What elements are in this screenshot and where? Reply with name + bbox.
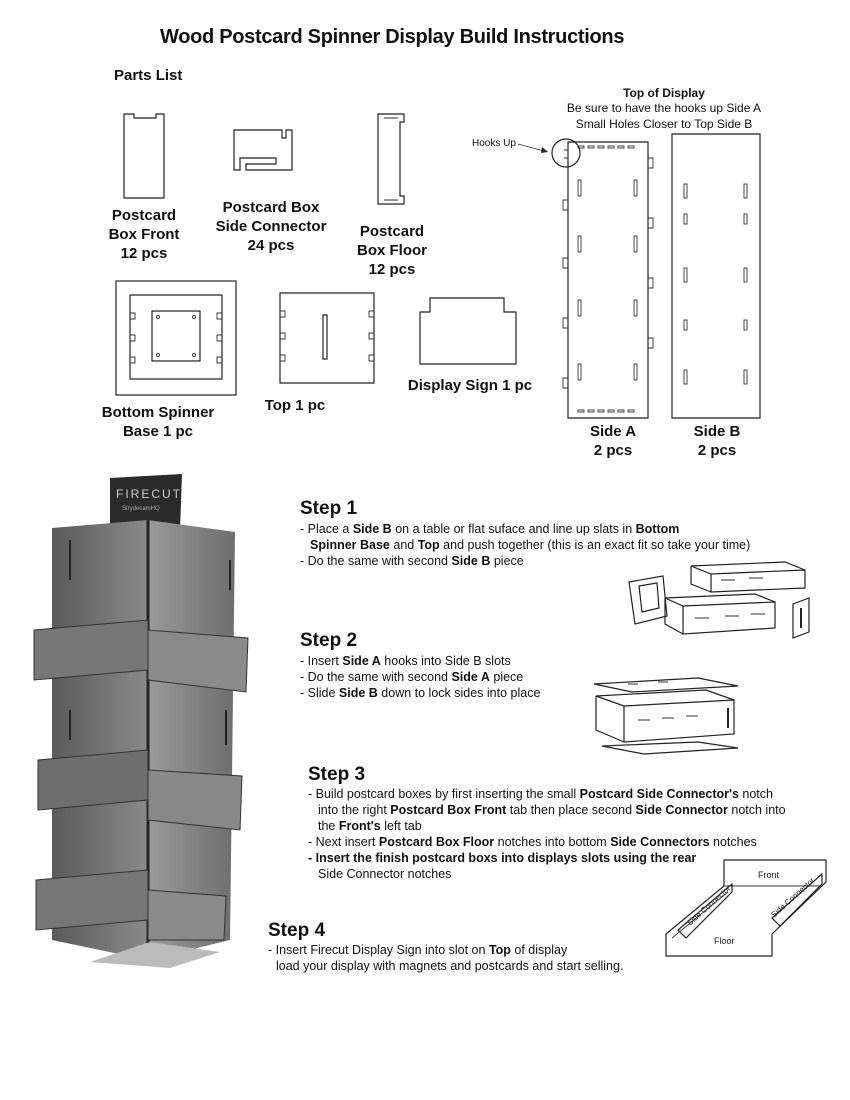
hooks-up-label: Hooks Up <box>472 138 516 149</box>
page-title: Wood Postcard Spinner Display Build Inst… <box>160 26 625 48</box>
parts-list-heading: Parts List <box>114 67 183 84</box>
top-of-display-note-1: Be sure to have the hooks up Side A <box>566 101 762 115</box>
top-piece-label: Top 1 pc <box>264 397 326 414</box>
step-2-body: - Insert Side A hooks into Side B slots … <box>300 654 541 700</box>
display-sign-label: Display Sign 1 pc <box>407 377 533 394</box>
hooks-up-arrow-icon <box>517 143 549 153</box>
step-1-diagram <box>628 561 810 639</box>
top-piece-drawing <box>279 292 375 384</box>
side-b-drawing <box>671 133 761 419</box>
postcard-box-diagram: Front Side Connector Side Connector Floo… <box>665 859 827 957</box>
box-side-left-text: Side Connector <box>685 884 732 928</box>
step-1-title: Step 1 <box>300 498 358 519</box>
sign-brand-text: FIRECUT <box>116 487 182 501</box>
step-4-body: - Insert Firecut Display Sign into slot … <box>268 943 624 973</box>
postcard-box-front-drawing <box>123 113 165 199</box>
step-1-body: - Place a Side B on a table or flat sufa… <box>300 522 751 568</box>
postcard-box-floor-drawing <box>377 113 405 205</box>
sign-sub-text: StrydecamHQ <box>122 506 160 512</box>
assembled-display-photo: FIRECUT StrydecamHQ <box>33 474 249 968</box>
top-of-display-note-2: Small Holes Closer to Top Side B <box>575 117 753 131</box>
display-sign-drawing <box>419 297 517 365</box>
step-2-diagram <box>593 677 739 755</box>
step-3-body: - Build postcard boxes by first insertin… <box>308 787 786 881</box>
top-of-display-heading: Top of Display <box>623 86 705 100</box>
step-3-title: Step 3 <box>308 764 366 785</box>
side-connector-drawing <box>233 129 293 171</box>
bottom-spinner-base-drawing <box>115 280 237 396</box>
box-floor-text: Floor <box>714 936 735 946</box>
side-a-drawing <box>551 138 654 419</box>
step-2-title: Step 2 <box>300 630 358 651</box>
step-4-title: Step 4 <box>268 920 326 941</box>
box-front-text: Front <box>758 870 780 880</box>
